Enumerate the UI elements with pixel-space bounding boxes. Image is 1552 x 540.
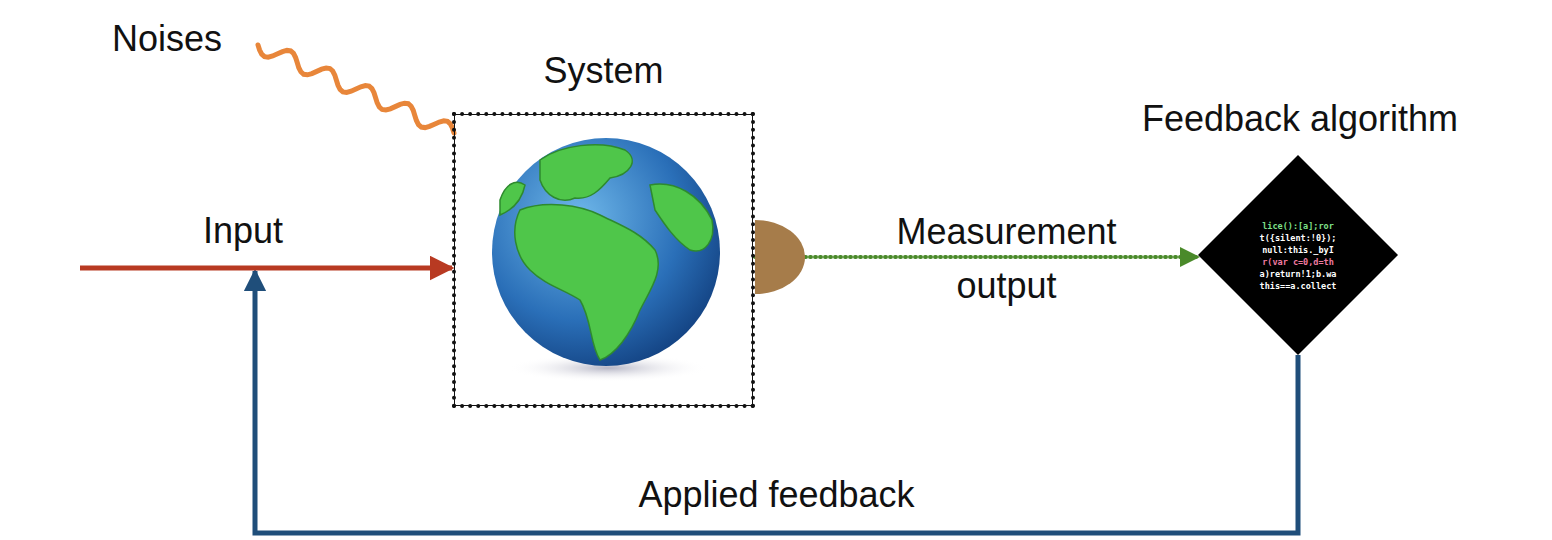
detector xyxy=(755,220,805,294)
input-label: Input xyxy=(203,210,283,252)
connector xyxy=(755,255,1198,259)
node-title: Feedback algorithm xyxy=(1100,98,1500,140)
edge-label: Applied feedback xyxy=(638,474,914,516)
code-line: t({silent:!0}); xyxy=(1260,232,1337,244)
globe-icon xyxy=(492,138,720,382)
edge-label: Measurement output xyxy=(872,205,1142,313)
code-line: lice():[a];ror xyxy=(1262,220,1334,232)
system-box xyxy=(452,112,755,408)
decision-diamond xyxy=(1198,155,1398,355)
noise-wave xyxy=(258,45,454,133)
input-arrow xyxy=(80,266,452,271)
connector xyxy=(255,271,1298,533)
node-title: System xyxy=(452,50,755,92)
noise-label: Noises xyxy=(112,18,222,60)
system-node: System xyxy=(452,50,755,408)
algorithm-node: Feedback algorithm xyxy=(1100,98,1500,140)
code-line: null:this._byI xyxy=(1262,244,1334,256)
code-line: a)return!1;b.wa xyxy=(1260,268,1337,280)
code-line: this==a.collect xyxy=(1260,280,1337,292)
code-line: r(var c=0,d=th xyxy=(1262,256,1334,268)
